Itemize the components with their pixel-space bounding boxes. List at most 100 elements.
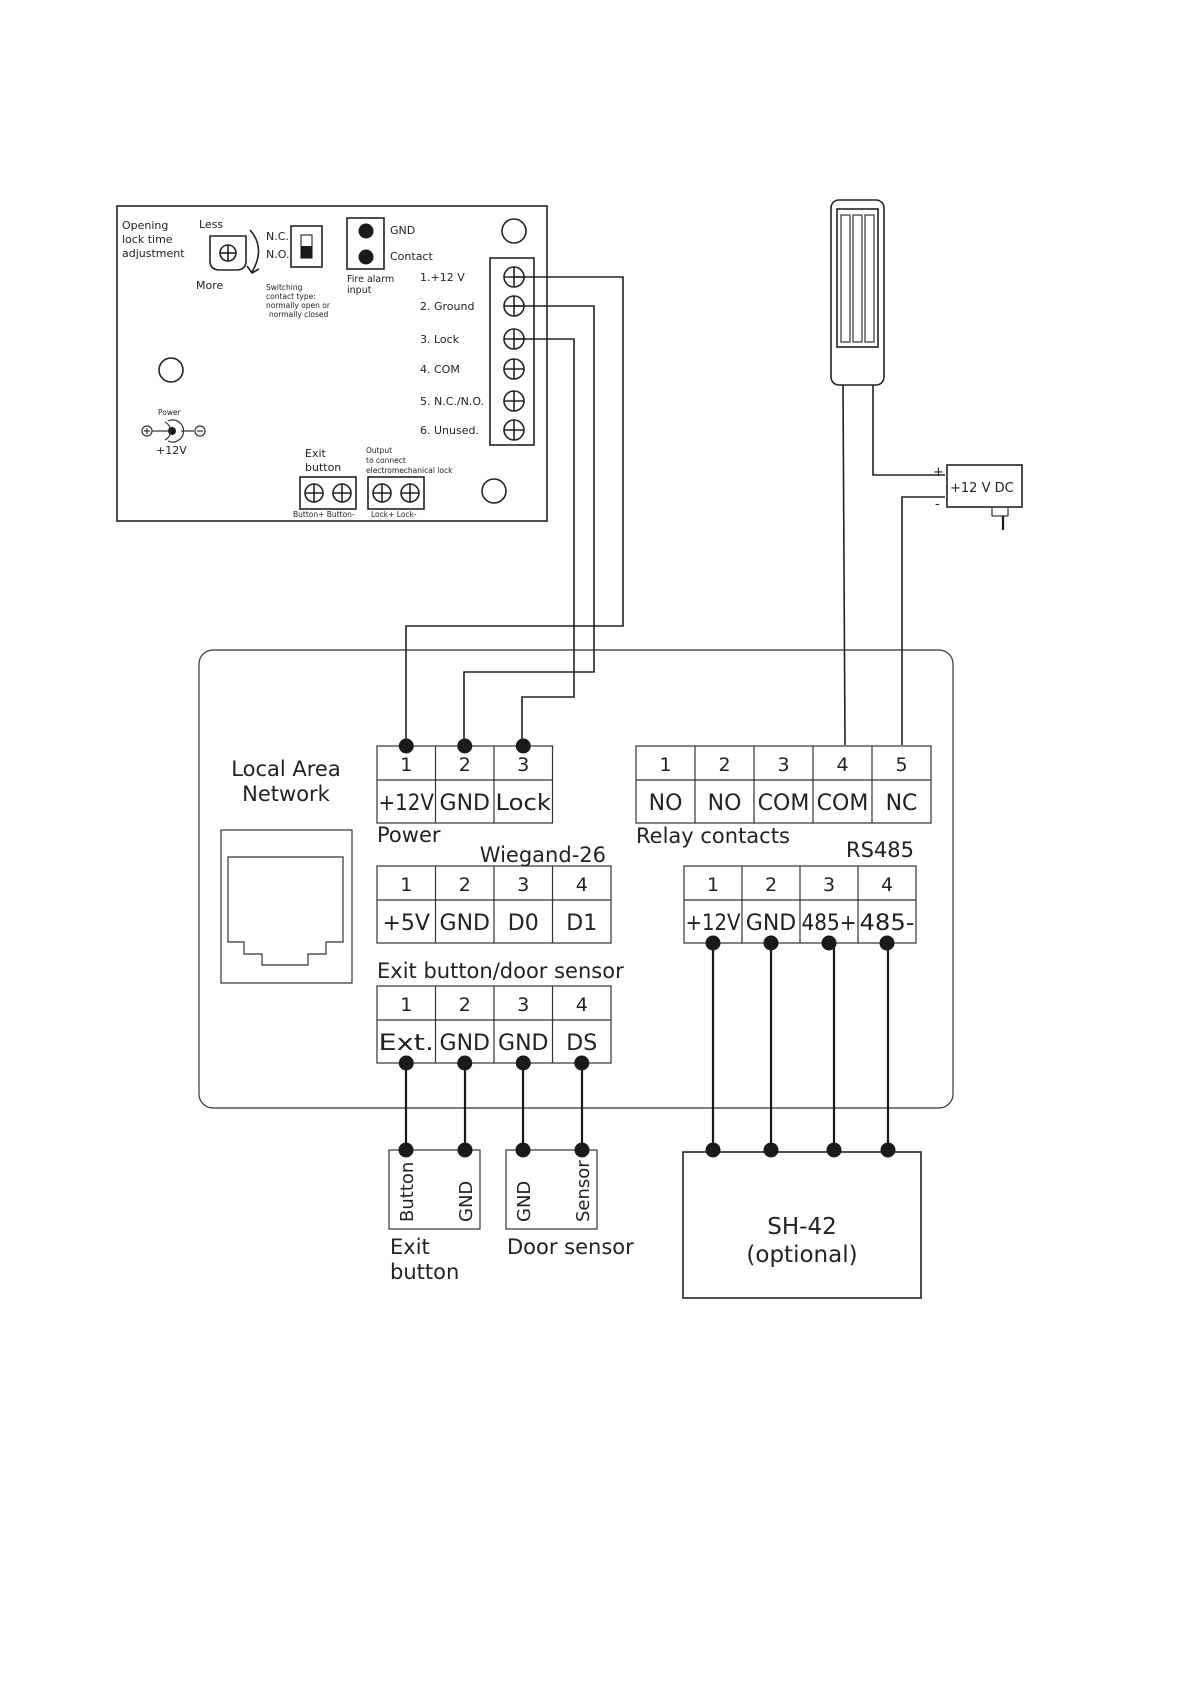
door-sensor-pin-gnd: GND <box>514 1181 535 1222</box>
exit-terminal-label: Ext. <box>379 1031 435 1056</box>
exit-button-device <box>388 1142 481 1230</box>
lock-wire-plus <box>872 385 945 476</box>
connector-screw-icon[interactable] <box>304 483 324 503</box>
nc-label: N.C. <box>266 230 289 243</box>
power-terminal-label: GND <box>440 791 490 816</box>
relay-terminal-label: NO <box>708 791 742 816</box>
wire-gnd <box>463 305 595 745</box>
switching-note-2: contact type: <box>266 292 316 301</box>
electromagnetic-lock <box>830 199 885 386</box>
relay-terminal-number: 3 <box>777 754 789 776</box>
psu-wire-minus <box>901 496 945 745</box>
exit-terminal-number: 2 <box>459 994 471 1016</box>
rs485-terminal-number: 4 <box>881 874 893 896</box>
connector-screw-icon[interactable] <box>400 483 420 503</box>
door-sensor-label: Door sensor <box>507 1235 634 1259</box>
more-label: More <box>196 279 224 292</box>
exit-button-pin-button: Button <box>397 1162 418 1222</box>
relay-terminal-label: NO <box>649 791 683 816</box>
switching-note-3: normally open or <box>266 301 331 310</box>
button-pins-label: Button+ Button- <box>293 510 355 519</box>
board-to-power-wires <box>405 276 624 745</box>
rs485-terminal-label: +12V <box>686 911 741 936</box>
rs485-terminal-number: 2 <box>765 874 777 896</box>
relay-terminal-label: COM <box>758 791 810 816</box>
terminal-screw-icon[interactable] <box>503 419 525 441</box>
fire-alarm-connector <box>346 217 385 270</box>
connector-screw-icon[interactable] <box>372 483 392 503</box>
opening-time-line2: lock time <box>122 233 173 246</box>
board-outline <box>116 205 548 522</box>
lock-pins-label: Lock+ Lock- <box>371 510 417 519</box>
mounting-hole <box>481 478 507 504</box>
terminal-screw-icon[interactable] <box>503 358 525 380</box>
switching-note-4: normally closed <box>269 310 329 319</box>
mounting-hole <box>158 357 184 383</box>
wiegand-terminal-label: GND <box>440 911 490 936</box>
psu-label: +12 V DC <box>950 481 1014 496</box>
power-terminal-label: Lock <box>496 791 552 816</box>
door-sensor-device <box>505 1142 598 1230</box>
rs485-terminal-number: 1 <box>707 874 719 896</box>
fire-alarm-label-1: Fire alarm <box>347 274 394 285</box>
fire-contact-label: Contact <box>390 250 433 263</box>
power-supply-12v <box>946 464 1023 530</box>
contact-type-switch[interactable] <box>290 225 323 268</box>
terminal-screw-icon[interactable] <box>503 390 525 412</box>
rs485-wires <box>711 946 890 1150</box>
wire-junction <box>515 1055 531 1071</box>
fire-alarm-label-2: input <box>347 285 372 296</box>
terminal-label: 3. Lock <box>420 333 460 346</box>
power-terminal-label: +12V <box>379 791 435 816</box>
wiegand-terminal-number: 2 <box>459 874 471 896</box>
sh42-label-1: SH-42 <box>767 1214 836 1240</box>
power-label: Power <box>158 408 182 417</box>
time-adjust-potentiometer[interactable] <box>209 235 247 271</box>
rs485-terminal-label: GND <box>746 911 796 936</box>
terminal-block <box>489 257 535 446</box>
wiegand-terminal-label: D1 <box>566 911 597 936</box>
fire-contact-pin <box>358 249 374 265</box>
wire-junction <box>457 738 473 754</box>
connector-screw-icon[interactable] <box>332 483 352 503</box>
sh42-module <box>682 1142 922 1299</box>
psu-minus: - <box>935 497 940 512</box>
opening-time-line3: adjustment <box>122 247 185 260</box>
exit-button-label-2: button <box>390 1260 459 1284</box>
wire-junction <box>398 1055 414 1071</box>
exit-terminal-label: GND <box>498 1031 548 1056</box>
wire-junction <box>821 935 837 951</box>
relay-block-title: Relay contacts <box>636 824 790 848</box>
power-voltage-label: +12V <box>156 444 187 457</box>
door-sensor-pin-sensor: Sensor <box>573 1160 594 1222</box>
exit-button-label-1: Exit <box>305 447 327 460</box>
relay-terminal-number: 2 <box>718 754 730 776</box>
terminal-label: 2. Ground <box>420 300 474 313</box>
less-label: Less <box>199 218 223 231</box>
rs485-terminal-label: 485+ <box>802 911 857 936</box>
fire-gnd-label: GND <box>390 224 415 237</box>
wire-junction <box>574 1055 590 1071</box>
wire-lock <box>514 338 575 745</box>
rj45-port[interactable] <box>220 829 353 984</box>
exit-terminal-number: 4 <box>576 994 588 1016</box>
exit-button-connector <box>299 476 357 510</box>
no-label: N.O. <box>266 248 289 261</box>
terminal-label: 6. Unused. <box>420 424 479 437</box>
wiegand-terminal-number: 1 <box>400 874 412 896</box>
controller-board: Opening lock time adjustment Less More N… <box>116 205 548 522</box>
wire-junction <box>515 738 531 754</box>
exit-block-title: Exit button/door sensor <box>377 959 624 983</box>
lan-label-2: Network <box>242 782 331 806</box>
exit-terminal-label: DS <box>566 1031 597 1056</box>
wire-junction <box>705 935 721 951</box>
lock-wire-com <box>842 384 846 746</box>
mounting-hole <box>501 218 527 244</box>
relay-terminal-number: 1 <box>659 754 671 776</box>
main-panel-outline <box>198 649 954 1109</box>
wire-12v <box>405 276 624 745</box>
